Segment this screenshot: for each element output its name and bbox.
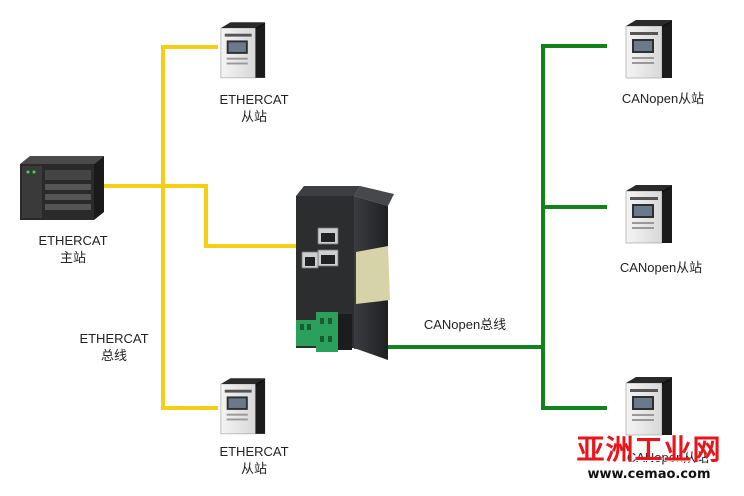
ethercat-slave-top-label: ETHERCAT 从站: [219, 91, 288, 125]
label-line: 主站: [59, 250, 87, 265]
gateway-module: [296, 186, 394, 360]
label-line: 从站: [240, 109, 268, 124]
ethercat-bus-label: ETHERCAT 总线: [79, 330, 148, 364]
ethercat-master-label: ETHERCAT 主站: [38, 232, 107, 266]
canopen-slave-1-label: CANopen从站: [621, 91, 705, 106]
ethercat-slave-top-device: [220, 22, 266, 79]
canopen-slave-1-device: [625, 20, 673, 79]
ethercat-master-plc: [20, 156, 104, 220]
watermark: 亚洲工业网 www.cemao.com: [560, 434, 738, 484]
ethercat-slave-bottom-label: ETHERCAT 从站: [219, 443, 288, 477]
canopen-bus-label: CANopen总线: [423, 317, 507, 332]
watermark-url: www.cemao.com: [587, 467, 711, 482]
ethercat-slave-bottom-device: [220, 378, 266, 435]
label-line: 从站: [240, 461, 268, 476]
canopen-slave-2-device: [625, 185, 673, 244]
label-line: ETHERCAT: [219, 92, 289, 107]
label-line: ETHERCAT: [219, 444, 289, 459]
watermark-brand: 亚洲工业网: [576, 433, 722, 466]
ethercat-bus: [104, 45, 296, 410]
label-line: 总线: [100, 348, 128, 363]
canopen-bus: [354, 44, 607, 410]
canopen-slave-3-label: CANopen从站: [626, 450, 710, 465]
canopen-slave-2-label: CANopen从站: [619, 260, 703, 275]
canopen-slave-3-device: [625, 377, 673, 436]
label-line: ETHERCAT: [79, 331, 149, 346]
label-line: ETHERCAT: [38, 233, 108, 248]
